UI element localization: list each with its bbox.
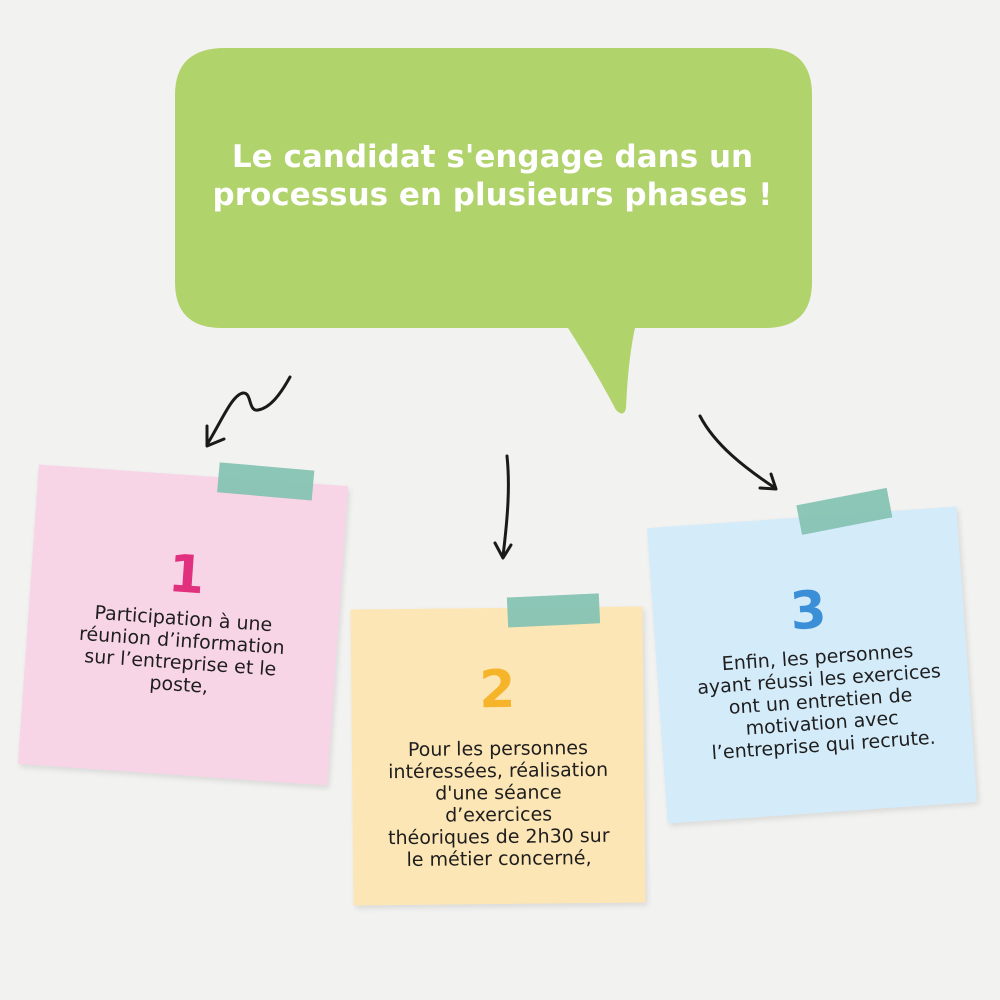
step-text-line: d'une séance d’exercices	[435, 781, 562, 827]
step-text-line: théoriques de 2h30 sur	[387, 824, 610, 850]
step-description: Pour les personnes intéressées, réalisat…	[382, 737, 615, 871]
speech-bubble	[175, 48, 812, 414]
arrow-to-step-3	[698, 414, 778, 491]
sticky-note-step-3: 3 Enfin, les personnes ayant réussi les …	[647, 487, 977, 824]
step-number: 2	[478, 659, 516, 721]
step-number: 3	[788, 579, 829, 643]
sticky-note-step-1: 1 Participation à une réunion d’informat…	[17, 462, 349, 786]
bubble-title: Le candidat s'engage dans un processus e…	[175, 138, 810, 214]
step-text-line: le métier concerné,	[406, 847, 592, 871]
tape-strip	[506, 593, 601, 628]
arrow-to-step-1	[205, 375, 292, 448]
step-description: Participation à une réunion d’informatio…	[53, 599, 309, 704]
arrow-to-step-2	[493, 454, 513, 560]
step-description: Enfin, les personnes ayant réussi les ex…	[690, 638, 951, 765]
bubble-title-line-1: Le candidat s'engage dans un	[231, 139, 754, 175]
bubble-title-line-2: processus en plusieurs phases !	[212, 177, 773, 213]
step-text-line: Pour les personnes	[407, 737, 589, 761]
step-text-line: intéressées, réalisation	[388, 758, 609, 784]
sticky-note-step-2: 2 Pour les personnes intéressées, réalis…	[350, 593, 646, 906]
